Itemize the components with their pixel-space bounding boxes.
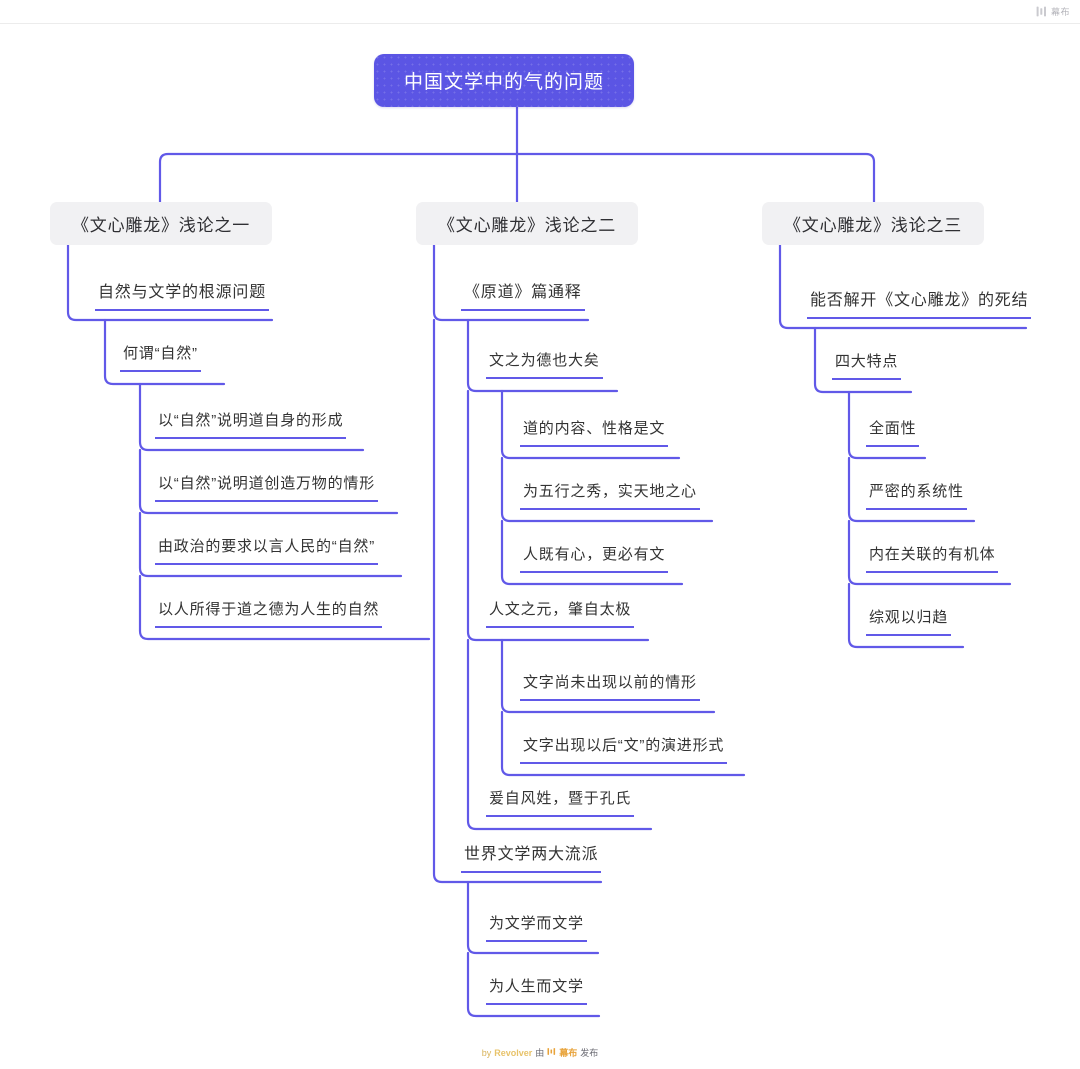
footer-brand[interactable]: 幕布 bbox=[559, 1048, 578, 1058]
leaf-node[interactable]: 以“自然”说明道自身的形成 bbox=[155, 407, 347, 439]
topic-node[interactable]: 何谓“自然” bbox=[120, 340, 201, 372]
leaf-node[interactable]: 由政治的要求以言人民的“自然” bbox=[155, 533, 378, 565]
leaf-node[interactable]: 全面性 bbox=[866, 415, 920, 447]
leaf-node[interactable]: 为人生而文学 bbox=[486, 973, 587, 1005]
page-footer: by Revolver 由 幕布 发布 bbox=[0, 1046, 1080, 1059]
mindmap-root-node[interactable]: 中国文学中的气的问题 bbox=[374, 54, 635, 107]
leaf-node[interactable]: 以“自然”说明道创造万物的情形 bbox=[155, 470, 378, 502]
app-topbar: 幕布 bbox=[0, 0, 1080, 24]
topic-node[interactable]: 爰自风姓，暨于孔氏 bbox=[486, 785, 635, 817]
leaf-node[interactable]: 严密的系统性 bbox=[866, 478, 967, 510]
topic-node[interactable]: 世界文学两大流派 bbox=[461, 838, 602, 873]
leaf-node[interactable]: 人既有心，更必有文 bbox=[520, 541, 669, 573]
leaf-node[interactable]: 内在关联的有机体 bbox=[866, 541, 999, 573]
brand-label: 幕布 bbox=[1050, 7, 1070, 17]
footer-published-label: 发布 bbox=[580, 1048, 599, 1058]
footer-by-label: by bbox=[481, 1047, 492, 1058]
topic-node[interactable]: 《原道》篇通释 bbox=[461, 276, 585, 311]
branch-node-3[interactable]: 《文心雕龙》浅论之三 bbox=[762, 202, 984, 245]
mubu-logo-icon bbox=[547, 1047, 556, 1058]
footer-author: Revolver bbox=[494, 1047, 533, 1058]
topic-node[interactable]: 四大特点 bbox=[832, 348, 902, 380]
topic-node[interactable]: 文之为德也大矣 bbox=[486, 347, 603, 379]
leaf-node[interactable]: 为文学而文学 bbox=[486, 910, 587, 942]
leaf-node[interactable]: 以人所得于道之德为人生的自然 bbox=[155, 596, 383, 628]
topic-node[interactable]: 自然与文学的根源问题 bbox=[95, 276, 270, 311]
brand-badge[interactable]: 幕布 bbox=[1036, 5, 1070, 18]
topic-node[interactable]: 人文之元，肇自太极 bbox=[486, 596, 635, 628]
leaf-node[interactable]: 道的内容、性格是文 bbox=[520, 415, 669, 447]
leaf-node[interactable]: 为五行之秀，实天地之心 bbox=[520, 478, 700, 510]
leaf-node[interactable]: 文字尚未出现以前的情形 bbox=[520, 669, 700, 701]
leaf-node[interactable]: 综观以归趋 bbox=[866, 604, 952, 636]
mindmap-canvas[interactable]: 中国文学中的气的问题 《文心雕龙》浅论之一 自然与文学的根源问题 何谓“自然” … bbox=[0, 24, 1080, 1069]
branch-node-2[interactable]: 《文心雕龙》浅论之二 bbox=[416, 202, 638, 245]
leaf-node[interactable]: 文字出现以后“文”的演进形式 bbox=[520, 732, 728, 764]
branch-node-1[interactable]: 《文心雕龙》浅论之一 bbox=[50, 202, 272, 245]
footer-madewith-label: 由 bbox=[535, 1048, 545, 1058]
topic-node[interactable]: 能否解开《文心雕龙》的死结 bbox=[807, 284, 1032, 319]
mubu-logo-icon bbox=[1036, 6, 1047, 17]
